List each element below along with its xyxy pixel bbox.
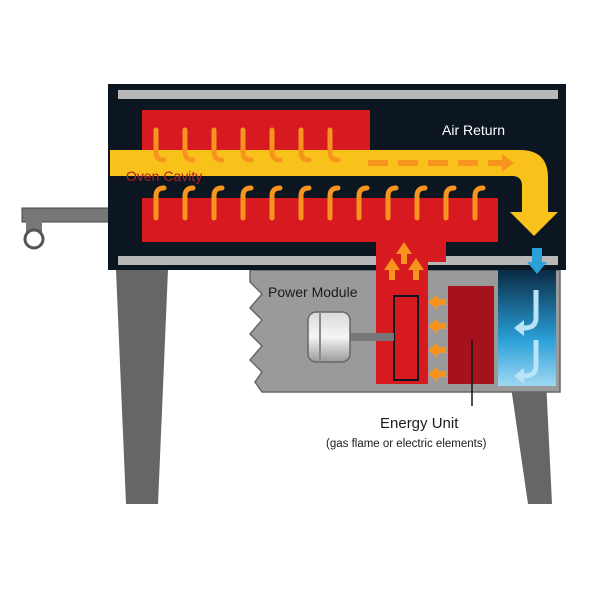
hot-air-arrow-icon — [327, 185, 341, 221]
hot-air-arrow-icon — [298, 185, 312, 221]
oven-cavity-airflow — [110, 150, 558, 236]
return-air-arrows — [514, 248, 547, 384]
return-air-arrow-icon — [514, 368, 524, 384]
return-air-arrow-icon — [523, 340, 539, 379]
fan-motor-icon — [307, 311, 351, 363]
flow-dash — [398, 160, 418, 166]
flow-dash — [458, 160, 478, 166]
blower-housing — [393, 295, 419, 381]
hot-air-arrow-icon — [298, 127, 312, 163]
up-arrow-icon — [408, 258, 424, 280]
energy-unit-block — [448, 286, 494, 384]
hot-air-arrow-icon — [269, 185, 283, 221]
left-leg — [116, 270, 168, 504]
left-arrow-icon — [428, 294, 446, 310]
conveyor-extension — [21, 207, 113, 223]
lower-heat-plenum — [142, 198, 498, 262]
hot-air-arrow-icon — [327, 127, 341, 163]
right-leg — [510, 380, 552, 504]
hot-air-arrow-icon — [356, 185, 370, 221]
bottom-rail — [118, 256, 558, 265]
riser-up-arrows — [384, 242, 424, 280]
hot-air-arrow-icon — [153, 127, 167, 163]
up-arrow-icon — [396, 242, 412, 264]
hot-air-arrow-icon — [240, 127, 254, 163]
return-arrow-stem — [532, 248, 542, 264]
return-air-arrow-icon — [514, 320, 524, 336]
hot-air-arrow-icon — [385, 185, 399, 221]
left-arrow-icon — [428, 318, 446, 334]
flow-dash — [368, 160, 388, 166]
flow-dash — [488, 160, 502, 166]
return-air-arrow-icon — [523, 290, 539, 331]
power-module-label: Power Module — [268, 284, 358, 300]
oven-cavity-label: Oven Cavity — [126, 168, 202, 184]
motor-shaft — [344, 333, 394, 341]
hot-air-arrow-icon — [211, 127, 225, 163]
energy-unit-sublabel: (gas flame or electric elements) — [326, 438, 487, 450]
return-air-arrow-icon — [527, 262, 547, 274]
hot-air-arrow-icon — [182, 127, 196, 163]
hot-air-arrow-icon — [414, 185, 428, 221]
upper-hot-air-arrows — [153, 127, 341, 163]
hot-air-arrow-icon — [240, 185, 254, 221]
conveyor-roller — [23, 228, 45, 250]
hot-air-arrow-icon — [153, 185, 167, 221]
left-arrow-icon — [428, 366, 446, 382]
air-return-label: Air Return — [442, 122, 505, 138]
flow-arrowhead — [502, 154, 514, 172]
up-arrow-icon — [384, 258, 400, 280]
hot-air-arrow-icon — [269, 127, 283, 163]
top-rail — [118, 90, 558, 99]
hot-air-arrow-icon — [472, 185, 486, 221]
hot-air-arrow-icon — [211, 185, 225, 221]
return-flow-dashes — [368, 154, 514, 172]
heat-transfer-arrows — [428, 294, 446, 382]
lower-hot-air-arrows — [153, 185, 486, 221]
energy-unit-label: Energy Unit — [380, 415, 459, 432]
hot-air-arrow-icon — [182, 185, 196, 221]
hot-air-arrow-icon — [443, 185, 457, 221]
flow-dash — [428, 160, 448, 166]
left-arrow-icon — [428, 342, 446, 358]
